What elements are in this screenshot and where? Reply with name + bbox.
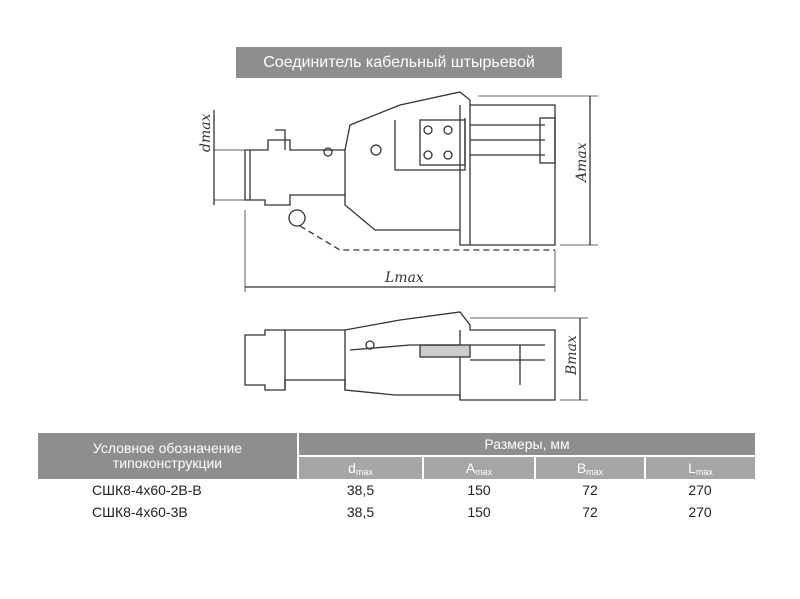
- col-b: Bmax: [534, 455, 645, 479]
- row-b: 72: [582, 504, 598, 520]
- dimensions-table: Условное обозначение типоконструкции Раз…: [38, 433, 755, 523]
- row-d: 38,5: [346, 504, 375, 520]
- row-b: 72: [582, 482, 598, 498]
- table-row: СШК8-4х60-2В-В 38,5 150 72 270: [38, 479, 755, 501]
- row-a: 150: [467, 504, 491, 520]
- table-row: СШК8-4х60-3В 38,5 150 72 270: [38, 501, 755, 523]
- col-l: Lmax: [644, 455, 755, 479]
- row-l: 270: [688, 482, 712, 498]
- l-max-label: Lmax: [384, 270, 424, 286]
- designation-header: Условное обозначение типоконструкции: [38, 433, 298, 479]
- row-d: 38,5: [346, 482, 375, 498]
- a-max-label: Amax: [574, 142, 590, 184]
- row-a: 150: [467, 482, 491, 498]
- dims-header: Размеры, мм: [297, 433, 755, 456]
- page-title: Соединитель кабельный штырьевой: [236, 47, 562, 78]
- row-l: 270: [688, 504, 712, 520]
- connector-drawing: dmax Amax Lmax Bmax: [198, 91, 598, 401]
- col-d: dmax: [297, 455, 423, 479]
- d-max-label: dmax: [198, 113, 214, 152]
- row-name: СШК8-4х60-2В-В: [92, 482, 202, 498]
- b-max-label: Bmax: [564, 335, 580, 376]
- row-name: СШК8-4х60-3В: [92, 504, 188, 520]
- col-a: Amax: [422, 455, 535, 479]
